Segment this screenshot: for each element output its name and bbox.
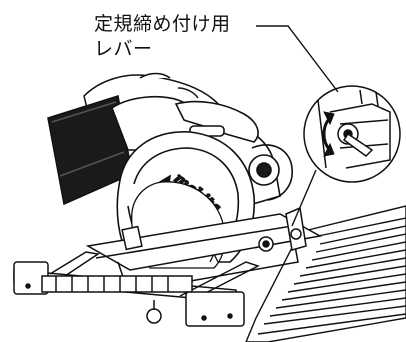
battery-pack — [47, 95, 133, 206]
detail-inset — [303, 85, 401, 183]
base-plate — [85, 206, 323, 293]
saw-body — [111, 95, 293, 208]
callout-label: 定規締め付け用 レバー — [94, 12, 231, 62]
wood-board — [245, 205, 406, 342]
rip-fence-guide — [13, 251, 260, 327]
leader-line — [256, 25, 339, 227]
rotate-arrows-icon — [322, 111, 335, 157]
callout-label-line2: レバー — [94, 38, 153, 60]
callout-label-line1: 定規締め付け用 — [94, 13, 231, 35]
